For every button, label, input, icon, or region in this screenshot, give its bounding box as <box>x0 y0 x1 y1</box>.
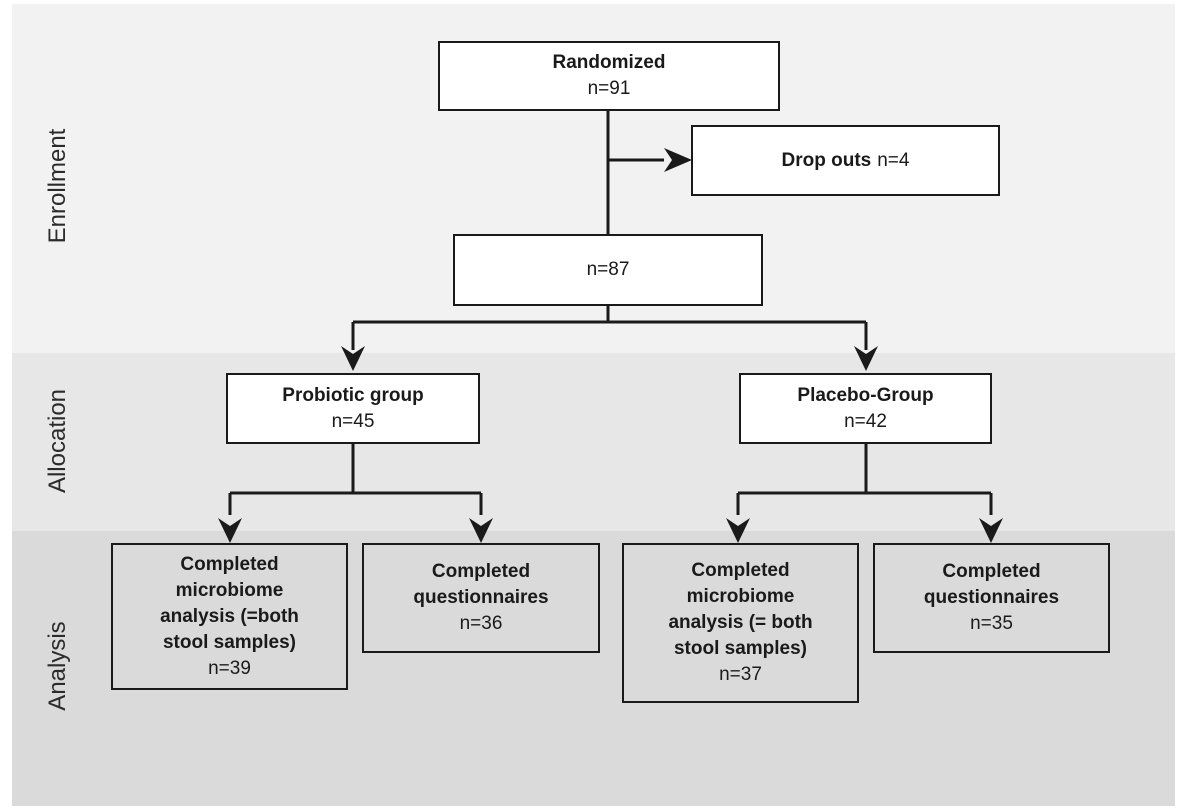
plac-quest-count: n=35 <box>970 613 1013 634</box>
randomized-count: n=91 <box>587 78 631 99</box>
probiotic-title: Probiotic group <box>282 384 424 406</box>
arrow-prob-micro <box>218 518 242 543</box>
probiotic-questionnaires-box: Completed questionnaires n=36 <box>362 543 600 653</box>
prob-quest-count: n=36 <box>459 613 503 634</box>
plac-micro-count: n=37 <box>719 664 762 685</box>
probiotic-group-box: Probiotic group n=45 <box>226 373 480 444</box>
prob-quest-title: Completed questionnaires <box>413 561 549 608</box>
plac-micro-title: Completed microbiome analysis (= both st… <box>668 560 813 659</box>
randomized-title: Randomized <box>552 52 666 73</box>
arrow-plac-quest <box>979 518 1003 543</box>
placebo-group-box: Placebo-Group n=42 <box>739 373 992 444</box>
arrow-placebo <box>854 346 878 371</box>
prob-micro-count: n=39 <box>208 657 251 679</box>
arrow-prob-quest <box>469 518 493 543</box>
placebo-count: n=42 <box>844 410 887 432</box>
dropouts-box: Drop outs n=4 <box>691 125 1000 196</box>
probiotic-count: n=45 <box>331 410 375 432</box>
plac-quest-title: Completed questionnaires <box>923 561 1060 608</box>
probiotic-microbiome-box: Completed microbiome analysis (=both sto… <box>111 543 348 690</box>
randomized-box: Randomized n=91 <box>438 41 780 111</box>
enrolled-box: n=87 <box>453 234 763 306</box>
placebo-questionnaires-box: Completed questionnaires n=35 <box>873 543 1110 653</box>
dropouts-title: Drop outs <box>781 149 872 171</box>
arrow-plac-micro <box>726 518 750 543</box>
placebo-microbiome-box: Completed microbiome analysis (= both st… <box>622 543 859 703</box>
placebo-title: Placebo-Group <box>797 384 934 406</box>
prob-micro-title: Completed microbiome analysis (=both sto… <box>160 553 299 653</box>
arrow-probiotic <box>341 346 365 371</box>
arrow-dropouts <box>664 148 692 172</box>
dropouts-count: n=4 <box>877 149 910 171</box>
enrolled-count: n=87 <box>586 259 630 280</box>
